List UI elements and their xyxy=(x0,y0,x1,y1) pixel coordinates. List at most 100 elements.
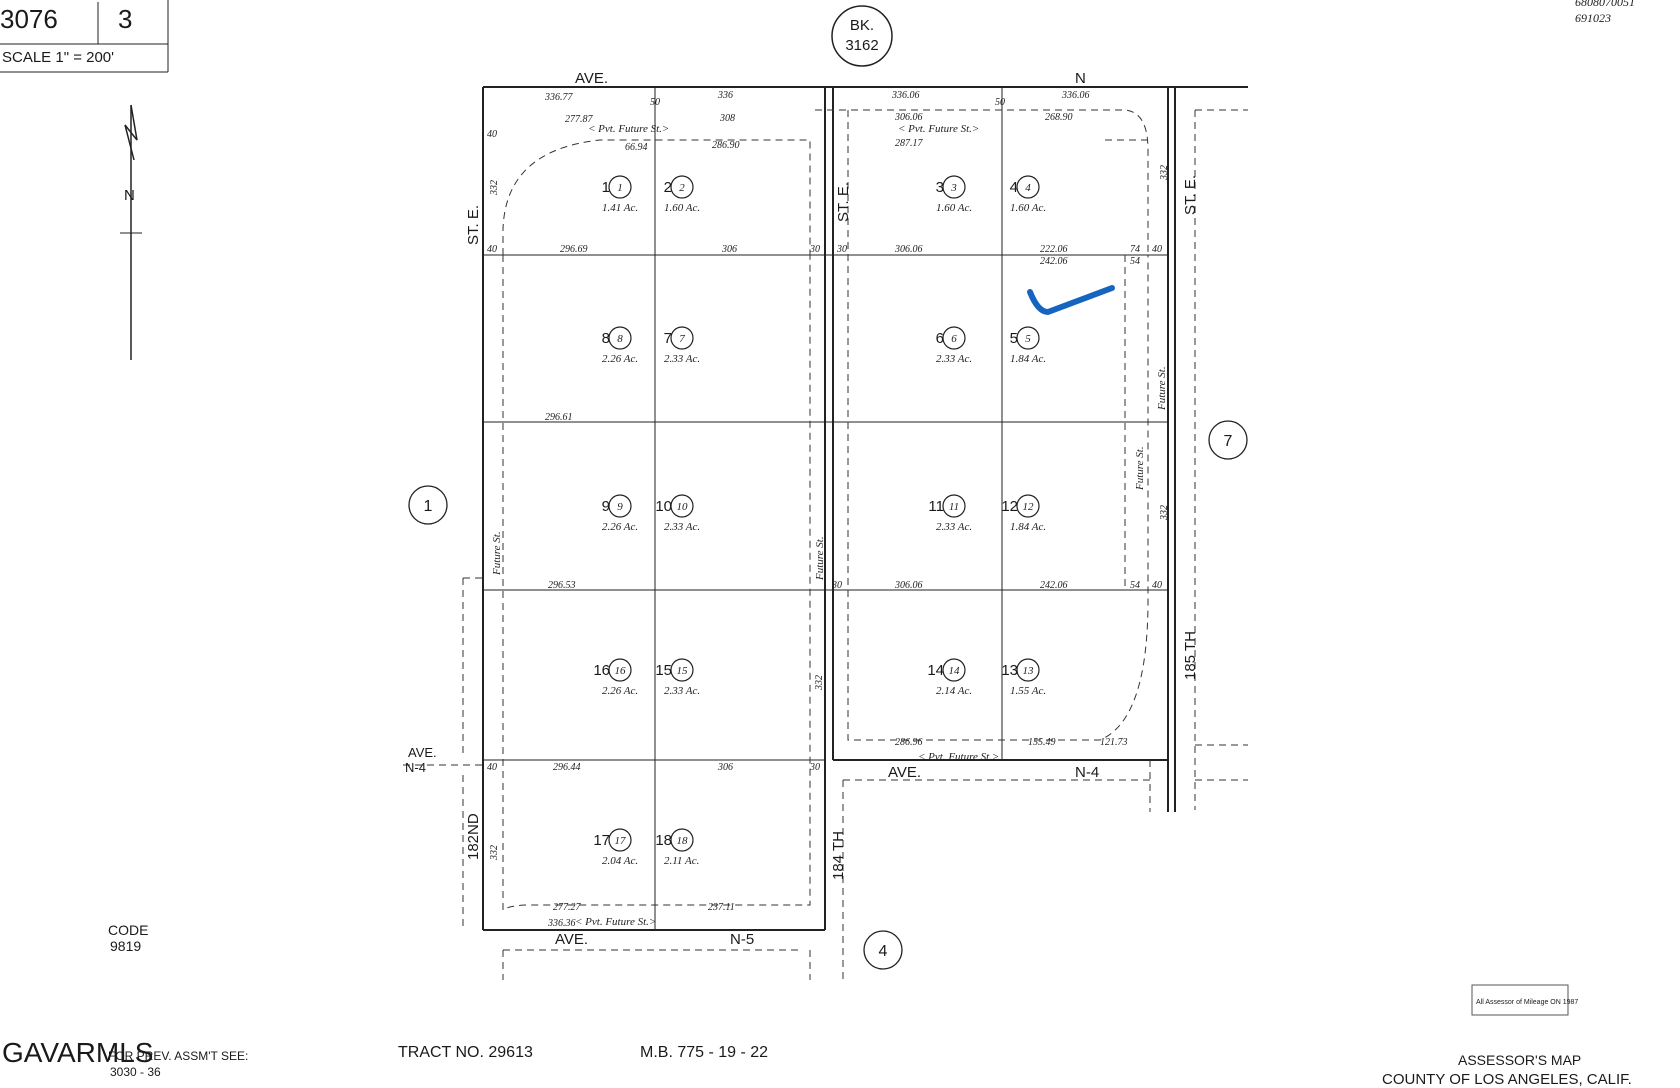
parcel-15: 15 15 2.33 Ac. xyxy=(655,658,700,697)
street-n4-mid: N-4 xyxy=(1075,764,1099,781)
dim-label: 336.36 xyxy=(547,918,576,929)
dim-label: 242.06 xyxy=(1040,256,1068,267)
parcel-area: 1.55 Ac. xyxy=(1010,685,1046,697)
lot-number: 6 xyxy=(936,330,944,347)
lot-number: 1 xyxy=(602,179,610,196)
lot-number: 4 xyxy=(1010,179,1018,196)
street-st-e-right: ST. E. xyxy=(1182,175,1199,215)
parcel-circle xyxy=(608,175,632,199)
adjacent-map-badge-1: 1 xyxy=(408,485,448,525)
svg-text:4: 4 xyxy=(879,943,888,960)
parcel-circle xyxy=(608,494,632,518)
parcel-circle xyxy=(608,828,632,852)
assessor-map-title: ASSESSOR'S MAP xyxy=(1458,1052,1581,1068)
dim-label: 54 xyxy=(1130,580,1140,591)
dim-label: 277.27 xyxy=(553,902,582,913)
lot-number: 9 xyxy=(602,498,610,515)
street-n-top: N xyxy=(1075,70,1086,87)
dim-label: 296.69 xyxy=(560,244,588,255)
dim-label: 242.06 xyxy=(1040,580,1068,591)
dim-label: 308 xyxy=(719,113,735,124)
street-184th: 184 TH xyxy=(830,831,847,880)
future-st-note: < Pvt. Future St.> xyxy=(575,916,656,928)
lot-number: 13 xyxy=(1001,662,1018,679)
street-n5: N-5 xyxy=(730,931,754,948)
street-182nd: 182ND xyxy=(465,813,482,860)
dim-label: 306.06 xyxy=(894,112,923,123)
parcel-area: 2.14 Ac. xyxy=(936,685,972,697)
dim-label: 40 xyxy=(487,244,497,255)
book-number: 3162 xyxy=(845,37,878,54)
parcel-circle xyxy=(942,658,966,682)
parcel-area: 1.84 Ac. xyxy=(1010,521,1046,533)
lot-number: 17 xyxy=(593,832,610,849)
parcel-circle xyxy=(608,658,632,682)
ref-number-1: 6808070051 xyxy=(1575,0,1635,9)
dim-label: 332 xyxy=(489,180,500,196)
future-st-note: Future St. xyxy=(1134,446,1146,491)
adjacent-map-badge-7: 7 xyxy=(1208,420,1248,460)
svg-text:7: 7 xyxy=(1224,433,1233,450)
dim-label: 287.17 xyxy=(895,138,924,149)
parcel-number: 2 xyxy=(679,182,685,194)
future-st-note: < Pvt. Future St.> xyxy=(898,123,979,135)
future-st-note: Future St. xyxy=(491,531,503,576)
dim-label: 54 xyxy=(1130,256,1140,267)
parcel-number: 10 xyxy=(677,501,689,513)
lot-number: 11 xyxy=(928,498,944,515)
assessment-note: FOR PREV. ASSM'T SEE: xyxy=(108,1049,248,1063)
parcel-area: 2.26 Ac. xyxy=(602,353,638,365)
parcel-number: 12 xyxy=(1023,501,1035,513)
parcel-area: 2.33 Ac. xyxy=(664,685,700,697)
future-st-note: < Pvt. Future St.> xyxy=(918,751,999,763)
parcel-number: 8 xyxy=(617,333,623,345)
parcel-number: 13 xyxy=(1023,665,1035,677)
adjacent-map-badge-4: 4 xyxy=(863,930,903,970)
lot-number: 15 xyxy=(655,662,672,679)
parcel-number: 6 xyxy=(951,333,957,345)
parcel-number: 9 xyxy=(617,501,623,513)
check-mark-icon xyxy=(1027,285,1115,315)
code-label: CODE xyxy=(108,922,148,938)
parcel-area: 2.33 Ac. xyxy=(664,353,700,365)
parcel-circle xyxy=(1016,175,1040,199)
parcel-circle xyxy=(670,828,694,852)
assessment-ref: 3030 - 36 xyxy=(110,1065,161,1079)
parcel-number: 5 xyxy=(1025,333,1031,345)
parcel-number: 15 xyxy=(677,665,689,677)
street-ave-mid: AVE. xyxy=(888,764,921,781)
parcel-number: 3 xyxy=(950,182,957,194)
street-185th: 185 TH xyxy=(1182,631,1199,680)
dim-label: 30 xyxy=(809,762,820,773)
dim-label: 50 xyxy=(650,97,660,108)
parcel-circle xyxy=(670,175,694,199)
parcel-circle xyxy=(1016,494,1040,518)
tract-number: TRACT NO. 29613 xyxy=(398,1044,533,1061)
parcel-number: 7 xyxy=(679,333,685,345)
dim-label: 296.53 xyxy=(548,580,576,591)
lot-number: 7 xyxy=(664,330,672,347)
dim-label: 332 xyxy=(1159,505,1170,521)
county-title: COUNTY OF LOS ANGELES, CALIF. xyxy=(1382,1071,1632,1088)
sheet-number: 3 xyxy=(118,4,132,34)
dim-label: 332 xyxy=(1159,165,1170,181)
dim-label: 332 xyxy=(814,675,825,691)
dim-label: 296.61 xyxy=(545,412,573,423)
parcel-circle xyxy=(670,326,694,350)
parcel-circle xyxy=(942,494,966,518)
future-st-note: Future St. xyxy=(814,536,826,581)
lot-number: 8 xyxy=(602,330,610,347)
dim-label: 336.06 xyxy=(1061,90,1090,101)
dim-label: 306.06 xyxy=(894,244,923,255)
